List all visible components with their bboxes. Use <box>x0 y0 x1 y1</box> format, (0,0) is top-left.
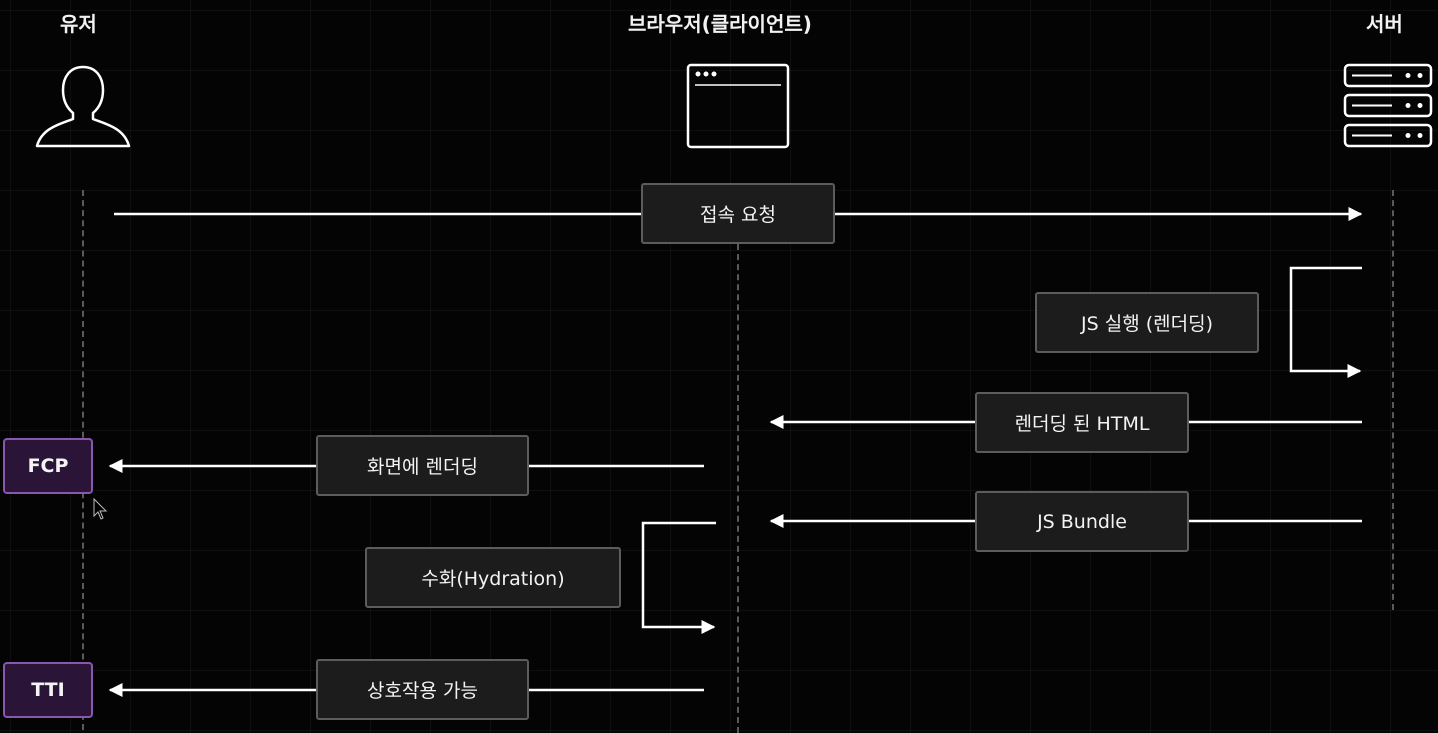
lifeline-browser <box>737 244 739 733</box>
message-js-bundle: JS Bundle <box>975 491 1189 552</box>
arrow-js-execute-loop <box>1289 266 1362 378</box>
milestone-tti: TTI <box>3 662 93 718</box>
mouse-cursor-icon <box>93 497 108 520</box>
server-icon <box>1343 63 1433 148</box>
actor-label-browser: 브라우저(클라이언트) <box>628 12 812 36</box>
actor-label-user: 유저 <box>60 12 97 36</box>
browser-window-icon <box>686 63 790 149</box>
message-render-to-screen: 화면에 렌더딩 <box>316 435 529 496</box>
milestone-fcp: FCP <box>3 438 93 494</box>
message-interactive: 상호작용 가능 <box>316 659 529 720</box>
arrow-hydration-loop <box>641 521 716 634</box>
lifeline-server <box>1392 190 1394 610</box>
message-rendered-html: 렌더딩 된 HTML <box>975 392 1189 453</box>
user-icon <box>35 65 131 148</box>
message-connect-request: 접속 요청 <box>641 183 835 244</box>
actor-label-server: 서버 <box>1366 12 1403 36</box>
message-js-execute: JS 실행 (렌더딩) <box>1035 292 1259 353</box>
message-hydration: 수화(Hydration) <box>365 547 621 608</box>
